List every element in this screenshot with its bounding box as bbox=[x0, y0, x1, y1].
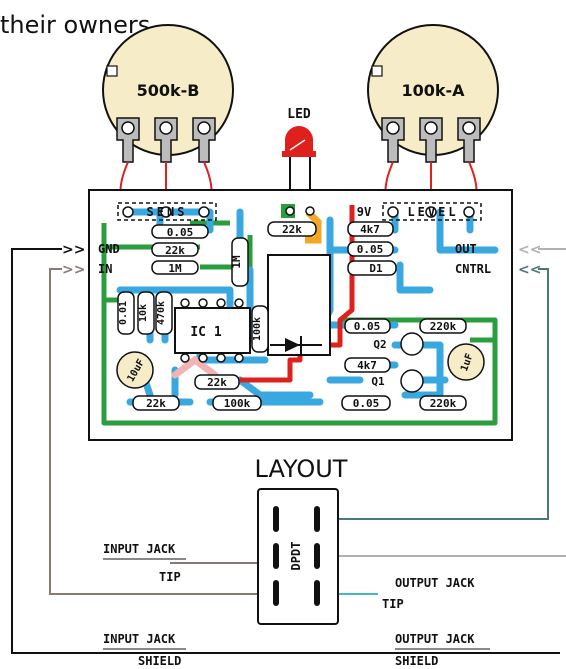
svg-text:>>: >> bbox=[62, 242, 85, 258]
comp-r22k-top: 22k bbox=[282, 223, 302, 236]
pot-left-lugs bbox=[116, 117, 216, 163]
comp-c005-top: 0.05 bbox=[167, 226, 194, 239]
output-shield-label-1: OUTPUT JACK bbox=[395, 632, 475, 646]
comp-q2: Q2 bbox=[373, 338, 386, 351]
pot-left: 500k-B bbox=[102, 24, 234, 163]
dpdt-switch: DPDT bbox=[257, 488, 339, 625]
svg-text:>>: >> bbox=[62, 262, 85, 278]
comp-r1m-vertical: 1M bbox=[230, 255, 243, 269]
comp-d1: D1 bbox=[369, 262, 383, 275]
output-shield-label-2: SHIELD bbox=[395, 654, 438, 668]
comp-r220k-bottom: 220k bbox=[430, 397, 457, 410]
ic1-label: IC 1 bbox=[190, 325, 221, 340]
gnd-label: GND bbox=[98, 242, 120, 256]
led-dome bbox=[285, 126, 313, 152]
output-tip-label-2: TIP bbox=[382, 597, 404, 611]
lug-pads bbox=[122, 206, 475, 218]
comp-r22k-bottom-left: 22k bbox=[146, 397, 166, 410]
input-shield-label-1: INPUT JACK bbox=[103, 632, 176, 646]
led-label: LED bbox=[287, 107, 311, 122]
ic1: IC 1 bbox=[174, 298, 251, 363]
input-tip-label-2: TIP bbox=[159, 570, 181, 584]
comp-r100k-bottom: 100k bbox=[224, 397, 251, 410]
comp-r4k7-mid: 4k7 bbox=[357, 359, 377, 372]
layout-title: LAYOUT bbox=[255, 455, 348, 483]
comp-r220k-mid: 220k bbox=[430, 320, 457, 333]
comp-c005-bottom: 0.05 bbox=[353, 397, 380, 410]
comp-r10k: 10k bbox=[138, 304, 149, 322]
comp-q1: Q1 bbox=[371, 375, 385, 388]
comp-r22k-bottom-mid: 22k bbox=[207, 376, 227, 389]
arrows: >> >> << << bbox=[62, 242, 541, 278]
comp-c005-mid: 0.05 bbox=[354, 320, 381, 333]
cntrl-label: CNTRL bbox=[455, 262, 491, 276]
comp-c005-right: 0.05 bbox=[357, 243, 384, 256]
dpdt-label: DPDT bbox=[289, 542, 303, 571]
pot-right-label: 100k-A bbox=[401, 81, 465, 100]
pot-left-label: 500k-B bbox=[137, 81, 200, 100]
svg-text:<<: << bbox=[518, 242, 541, 258]
input-tip-label-1: INPUT JACK bbox=[103, 542, 176, 556]
header-text: their owners. bbox=[0, 11, 158, 39]
diode-box bbox=[267, 254, 331, 356]
comp-r4k7-top: 4k7 bbox=[360, 223, 380, 236]
comp-r1m-left: 1M bbox=[168, 262, 182, 275]
comp-c001: 0.01 bbox=[118, 301, 129, 325]
nine-volt-label: 9V bbox=[357, 205, 371, 219]
comp-r470k: 470k bbox=[156, 301, 167, 325]
sens-label: SENS bbox=[147, 205, 188, 219]
pot-left-notch bbox=[106, 65, 118, 77]
pot-right: 100k-A bbox=[367, 24, 499, 163]
output-tip-label-1: OUTPUT JACK bbox=[395, 576, 475, 590]
orange-trace bbox=[305, 209, 322, 244]
comp-r22k-left: 22k bbox=[165, 244, 185, 257]
comp-r100k-vertical: 100k bbox=[252, 317, 263, 341]
pot-right-notch bbox=[371, 65, 383, 77]
jack-labels: INPUT JACK TIP OUTPUT JACK TIP INPUT JAC… bbox=[103, 542, 475, 668]
led-rim bbox=[282, 151, 316, 157]
level-label: LEVEL bbox=[407, 205, 458, 219]
pot-footprints: SENS LEVEL 9V bbox=[117, 202, 482, 221]
led: LED bbox=[282, 107, 316, 208]
components: 0.05 22k 4k7 22k 0.05 1M D1 1M 0.01 10k … bbox=[116, 221, 485, 411]
pot-right-lugs bbox=[381, 117, 481, 163]
in-label: IN bbox=[98, 262, 112, 276]
out-label: OUT bbox=[455, 242, 477, 256]
svg-text:<<: << bbox=[518, 262, 541, 278]
input-shield-label-2: SHIELD bbox=[138, 654, 181, 668]
